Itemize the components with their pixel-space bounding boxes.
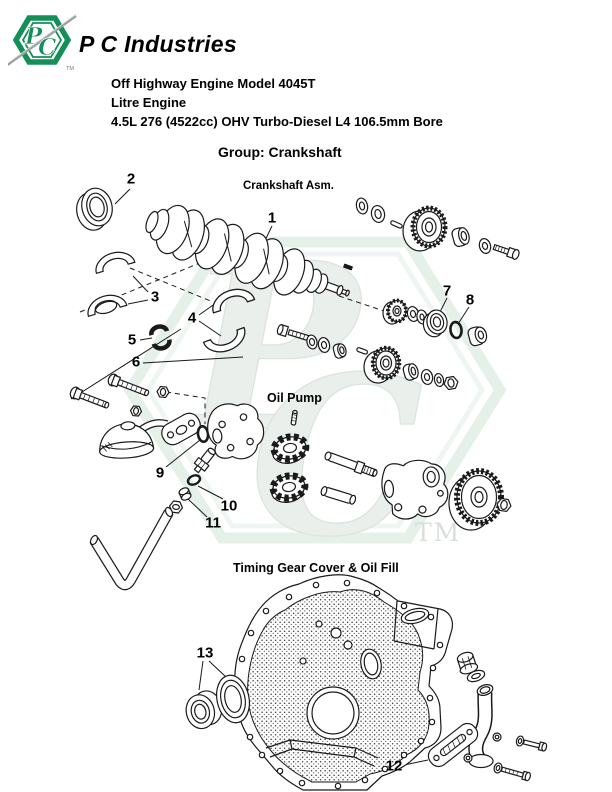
washer-row-top <box>355 197 403 229</box>
engine-info-line3: 4.5L 276 (4522cc) OHV Turbo-Diesel L4 10… <box>111 114 443 129</box>
callout-9: 9 <box>155 464 165 482</box>
callout-2: 2 <box>126 170 136 188</box>
elbow-fitting <box>193 447 216 474</box>
front-seal-drawing <box>76 187 113 231</box>
pump-drive-gear <box>448 468 504 531</box>
logo-letter-c: C <box>38 34 57 61</box>
watermark-tm: TM <box>415 518 461 547</box>
crankshaft-drawing <box>145 204 350 297</box>
engine-info-block: Off Highway Engine Model 4045T Litre Eng… <box>111 74 443 131</box>
seal-pair-13 <box>185 674 251 730</box>
pump-housing <box>381 459 449 520</box>
pump-mount-bracket <box>207 403 265 460</box>
crankshaft-key <box>343 263 353 271</box>
pc-logo: P C TM <box>8 14 77 72</box>
tube-nut <box>168 500 184 514</box>
pump-idler-shaft <box>320 486 357 505</box>
cap-nut <box>456 651 479 675</box>
callout-6: 6 <box>131 353 141 371</box>
oil-pickup-assembly <box>69 373 216 591</box>
callout-3: 3 <box>150 288 160 306</box>
section-label-oil-pump: Oil Pump <box>267 391 322 405</box>
engine-info-line1: Off Highway Engine Model 4045T <box>111 76 316 91</box>
bushing-drawing <box>467 326 488 347</box>
callout-4: 4 <box>187 309 197 327</box>
callout-12: 12 <box>385 757 403 775</box>
bearing-shells-3 <box>83 247 136 317</box>
timing-cover-drawing <box>234 574 454 791</box>
thrust-washer-drawing <box>149 324 172 351</box>
cover-bolt-holes <box>234 579 444 790</box>
callout-13: 13 <box>196 644 214 662</box>
upper-idler-gear-drawing <box>402 205 448 252</box>
oil-pump-assembly <box>207 403 512 531</box>
pump-rotor-1 <box>270 433 310 464</box>
pickup-bell <box>99 421 155 459</box>
callout-5: 5 <box>127 331 137 349</box>
group-title: Group: Crankshaft <box>218 144 342 160</box>
pump-drive-shaft <box>324 451 378 477</box>
oil-fill-assembly <box>427 651 548 782</box>
company-title: P C Industries <box>79 31 237 57</box>
logo-letter-p: P <box>24 23 43 50</box>
bearing-7-drawing <box>422 309 448 338</box>
lower-gear-row <box>276 324 459 391</box>
spacer-and-bolt-top <box>451 227 520 260</box>
crank-gear-row <box>382 298 488 347</box>
callout-8: 8 <box>465 291 475 309</box>
pickup-flange <box>161 412 201 446</box>
callout-1: 1 <box>267 209 277 227</box>
section-label-timing-cover: Timing Gear Cover & Oil Fill <box>233 561 399 575</box>
callout-7: 7 <box>442 282 452 300</box>
callout-10: 10 <box>220 497 238 515</box>
pump-rotor-2 <box>269 472 309 503</box>
section-label-crankshaft: Crankshaft Asm. <box>243 180 334 192</box>
o-ring-8-drawing <box>449 320 463 340</box>
logo-tm: TM <box>66 66 74 72</box>
callout-11: 11 <box>205 514 221 532</box>
engine-info-line2: Litre Engine <box>111 95 187 110</box>
ferrule-drawing <box>178 487 192 501</box>
gasket-12 <box>427 722 479 768</box>
o-ring-10-drawing <box>186 474 202 486</box>
pump-gear-nut <box>496 497 512 513</box>
